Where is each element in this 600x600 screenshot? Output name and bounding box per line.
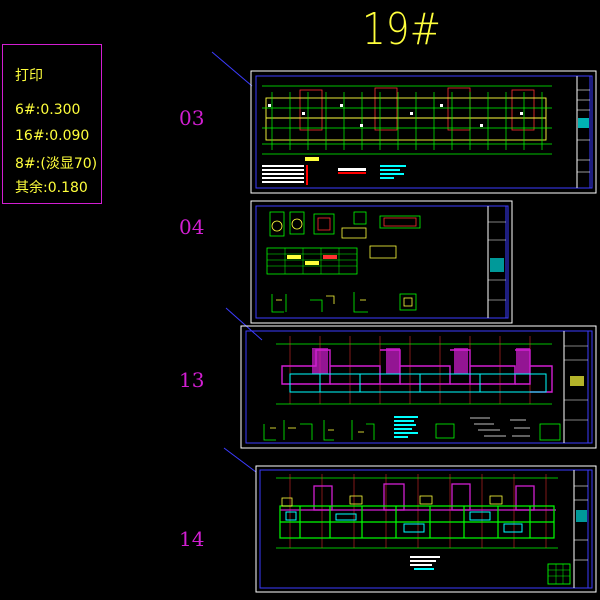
sheet-label-14: 14 — [179, 527, 205, 551]
sheet-13 — [240, 325, 597, 449]
drawing-title: 19# — [362, 4, 441, 55]
sheet-14 — [255, 465, 597, 593]
leader-line — [211, 51, 253, 87]
print-note-line: 8#:(淡显70) — [15, 156, 98, 172]
sheet-label-03: 03 — [179, 106, 205, 130]
print-note-line: 6#:0.300 — [15, 102, 81, 118]
print-note-heading: 打印 — [15, 68, 43, 84]
sheet-03 — [250, 70, 597, 194]
print-settings-note: 打印 6#:0.300 16#:0.090 8#:(淡显70) 其余:0.180 — [2, 44, 102, 204]
sheet-label-13: 13 — [179, 368, 205, 392]
sheet-04 — [250, 200, 513, 324]
print-note-line: 其余:0.180 — [15, 180, 88, 196]
leader-line — [223, 447, 257, 473]
print-note-line: 16#:0.090 — [15, 128, 90, 144]
sheet-label-04: 04 — [179, 215, 205, 239]
leader-line — [225, 307, 263, 341]
